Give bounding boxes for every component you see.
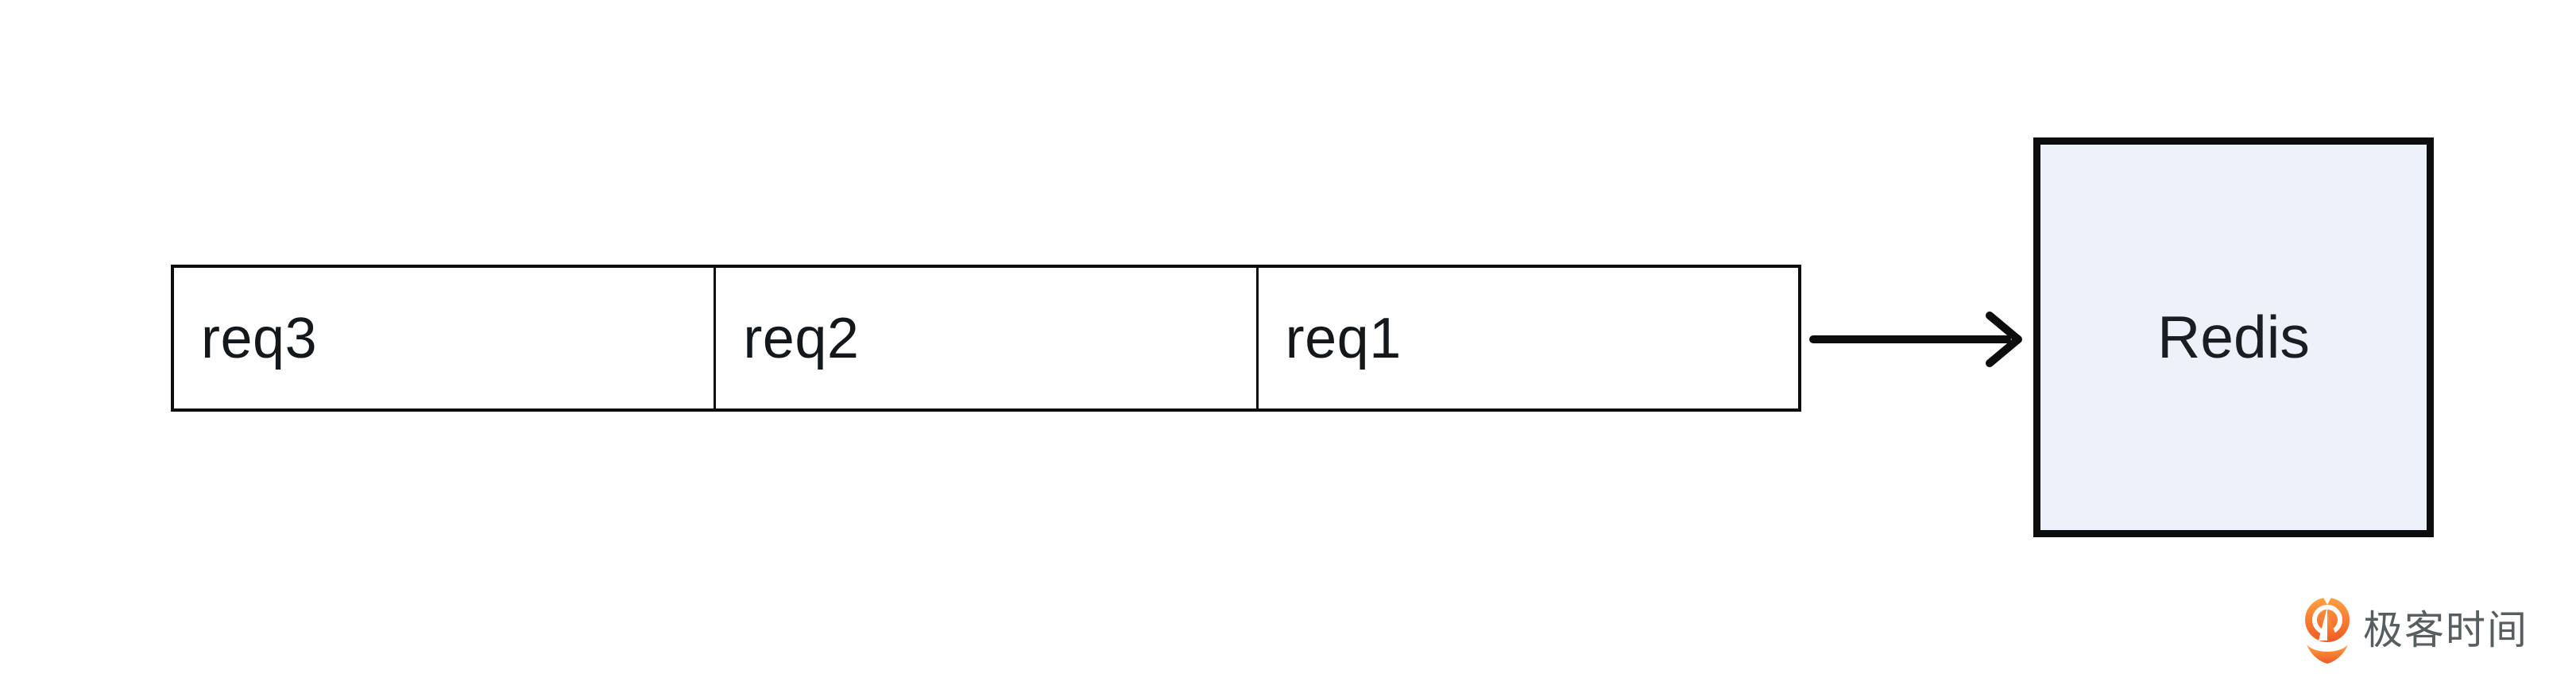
queue-cell-req1: req1 [1255,268,1798,408]
redis-node: Redis [2033,137,2434,537]
queue-cell-req2: req2 [714,268,1255,408]
geektime-brand-name: 极客时间 [2363,608,2528,652]
queue-cell-label: req1 [1285,306,1402,370]
request-queue: req3 req2 req1 [171,265,1801,412]
queue-cell-req3: req3 [174,268,714,408]
queue-to-redis-arrow-icon [1807,308,2029,370]
geektime-watermark: 极客时间 [2303,596,2528,664]
geektime-logo-icon [2303,596,2352,664]
redis-label: Redis [2157,304,2310,370]
queue-cell-label: req3 [201,306,318,370]
queue-cell-label: req2 [743,306,860,370]
